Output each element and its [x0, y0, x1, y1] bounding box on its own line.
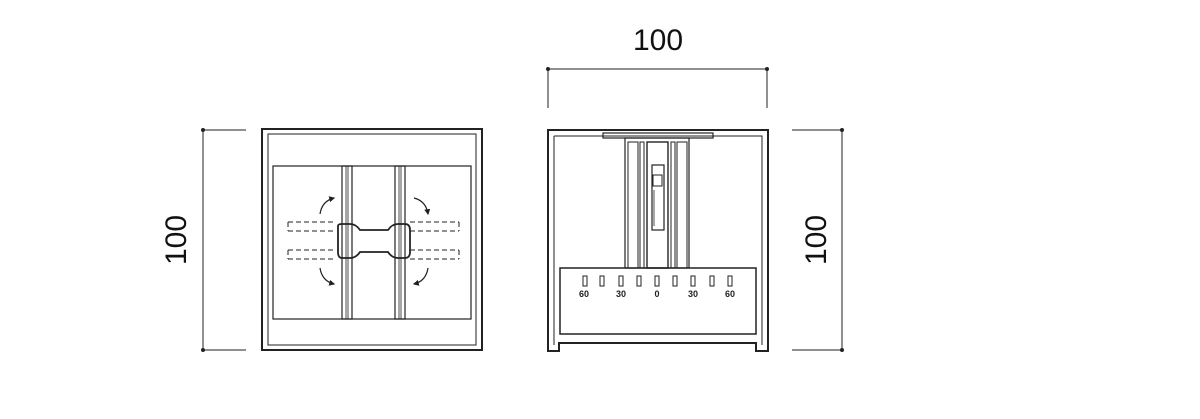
scale-label: 0	[654, 289, 659, 299]
front-lens-window	[272, 165, 472, 320]
left-height-label: 100	[160, 215, 193, 265]
scale-label: 30	[616, 289, 626, 299]
rotation-arrows	[319, 196, 431, 286]
top-width-dimension: 100	[546, 24, 769, 108]
scale-label: 30	[688, 289, 698, 299]
front-inner-frame	[267, 133, 477, 346]
bracket-assembly	[624, 137, 690, 269]
right-height-label: 100	[800, 215, 833, 265]
front-view: 100	[160, 128, 483, 352]
top-width-label: 100	[633, 24, 683, 57]
front-outer-frame	[261, 128, 483, 351]
side-housing-inner	[553, 135, 763, 345]
scale-label: 60	[725, 289, 735, 299]
left-height-dimension: 100	[160, 128, 246, 352]
side-housing	[547, 129, 769, 352]
tilt-scale-ticks	[582, 275, 733, 287]
beam-outline-dashed	[287, 221, 460, 260]
tilt-scale-panel	[559, 267, 757, 335]
tilt-scale-labels: 60 30 0 30 60	[579, 289, 735, 299]
scale-label: 60	[579, 289, 589, 299]
right-height-dimension: 100	[792, 128, 844, 352]
led-module	[337, 223, 411, 259]
side-view: 100 100	[546, 24, 844, 352]
front-rails	[341, 165, 406, 320]
